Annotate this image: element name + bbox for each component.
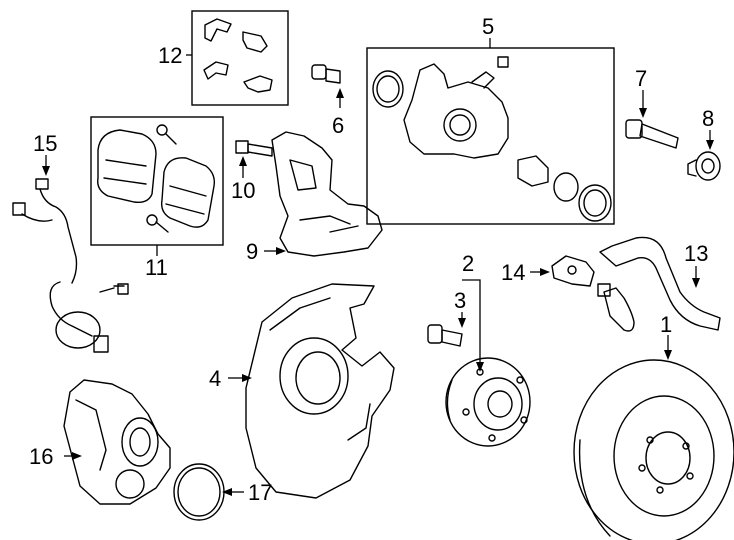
callout-11: 11 — [145, 255, 168, 280]
callout-2: 2 — [462, 251, 474, 276]
clip-kit-box — [191, 10, 289, 106]
bleeder-screw — [311, 64, 341, 84]
guide-pin — [625, 119, 679, 149]
callout-4: 4 — [209, 366, 221, 391]
callout-3: 3 — [454, 288, 466, 313]
callout-10: 10 — [231, 178, 255, 203]
callout-7: 7 — [635, 66, 647, 91]
brake-rotor — [573, 359, 734, 540]
callout-17: 17 — [248, 480, 272, 505]
brake-hose — [597, 236, 721, 332]
brake-pads — [97, 124, 216, 233]
wheel-hub — [445, 357, 531, 447]
callout-1: 1 — [660, 312, 672, 337]
caliper-bracket — [271, 131, 383, 257]
wheel-stud — [427, 324, 463, 347]
callout-5: 5 — [482, 14, 494, 39]
callout-9: 9 — [246, 239, 258, 264]
dust-shield — [245, 283, 395, 499]
wheel-speed-sensor — [12, 178, 129, 353]
brake-caliper — [372, 56, 612, 222]
callout-8: 8 — [702, 106, 714, 131]
callout-12: 12 — [158, 43, 182, 68]
bracket-bolt — [235, 140, 273, 157]
leader-lines — [42, 38, 714, 496]
o-ring — [173, 463, 225, 521]
callout-13: 13 — [684, 241, 708, 266]
guide-pin-boot — [687, 151, 721, 181]
parking-brake-actuator — [63, 379, 171, 505]
callout-15: 15 — [33, 131, 57, 156]
pad-clips — [203, 18, 273, 93]
callout-6: 6 — [332, 113, 344, 138]
callout-14: 14 — [501, 260, 525, 285]
caliper-box — [366, 47, 615, 225]
hose-bracket — [551, 255, 595, 287]
callout-16: 16 — [29, 444, 53, 469]
